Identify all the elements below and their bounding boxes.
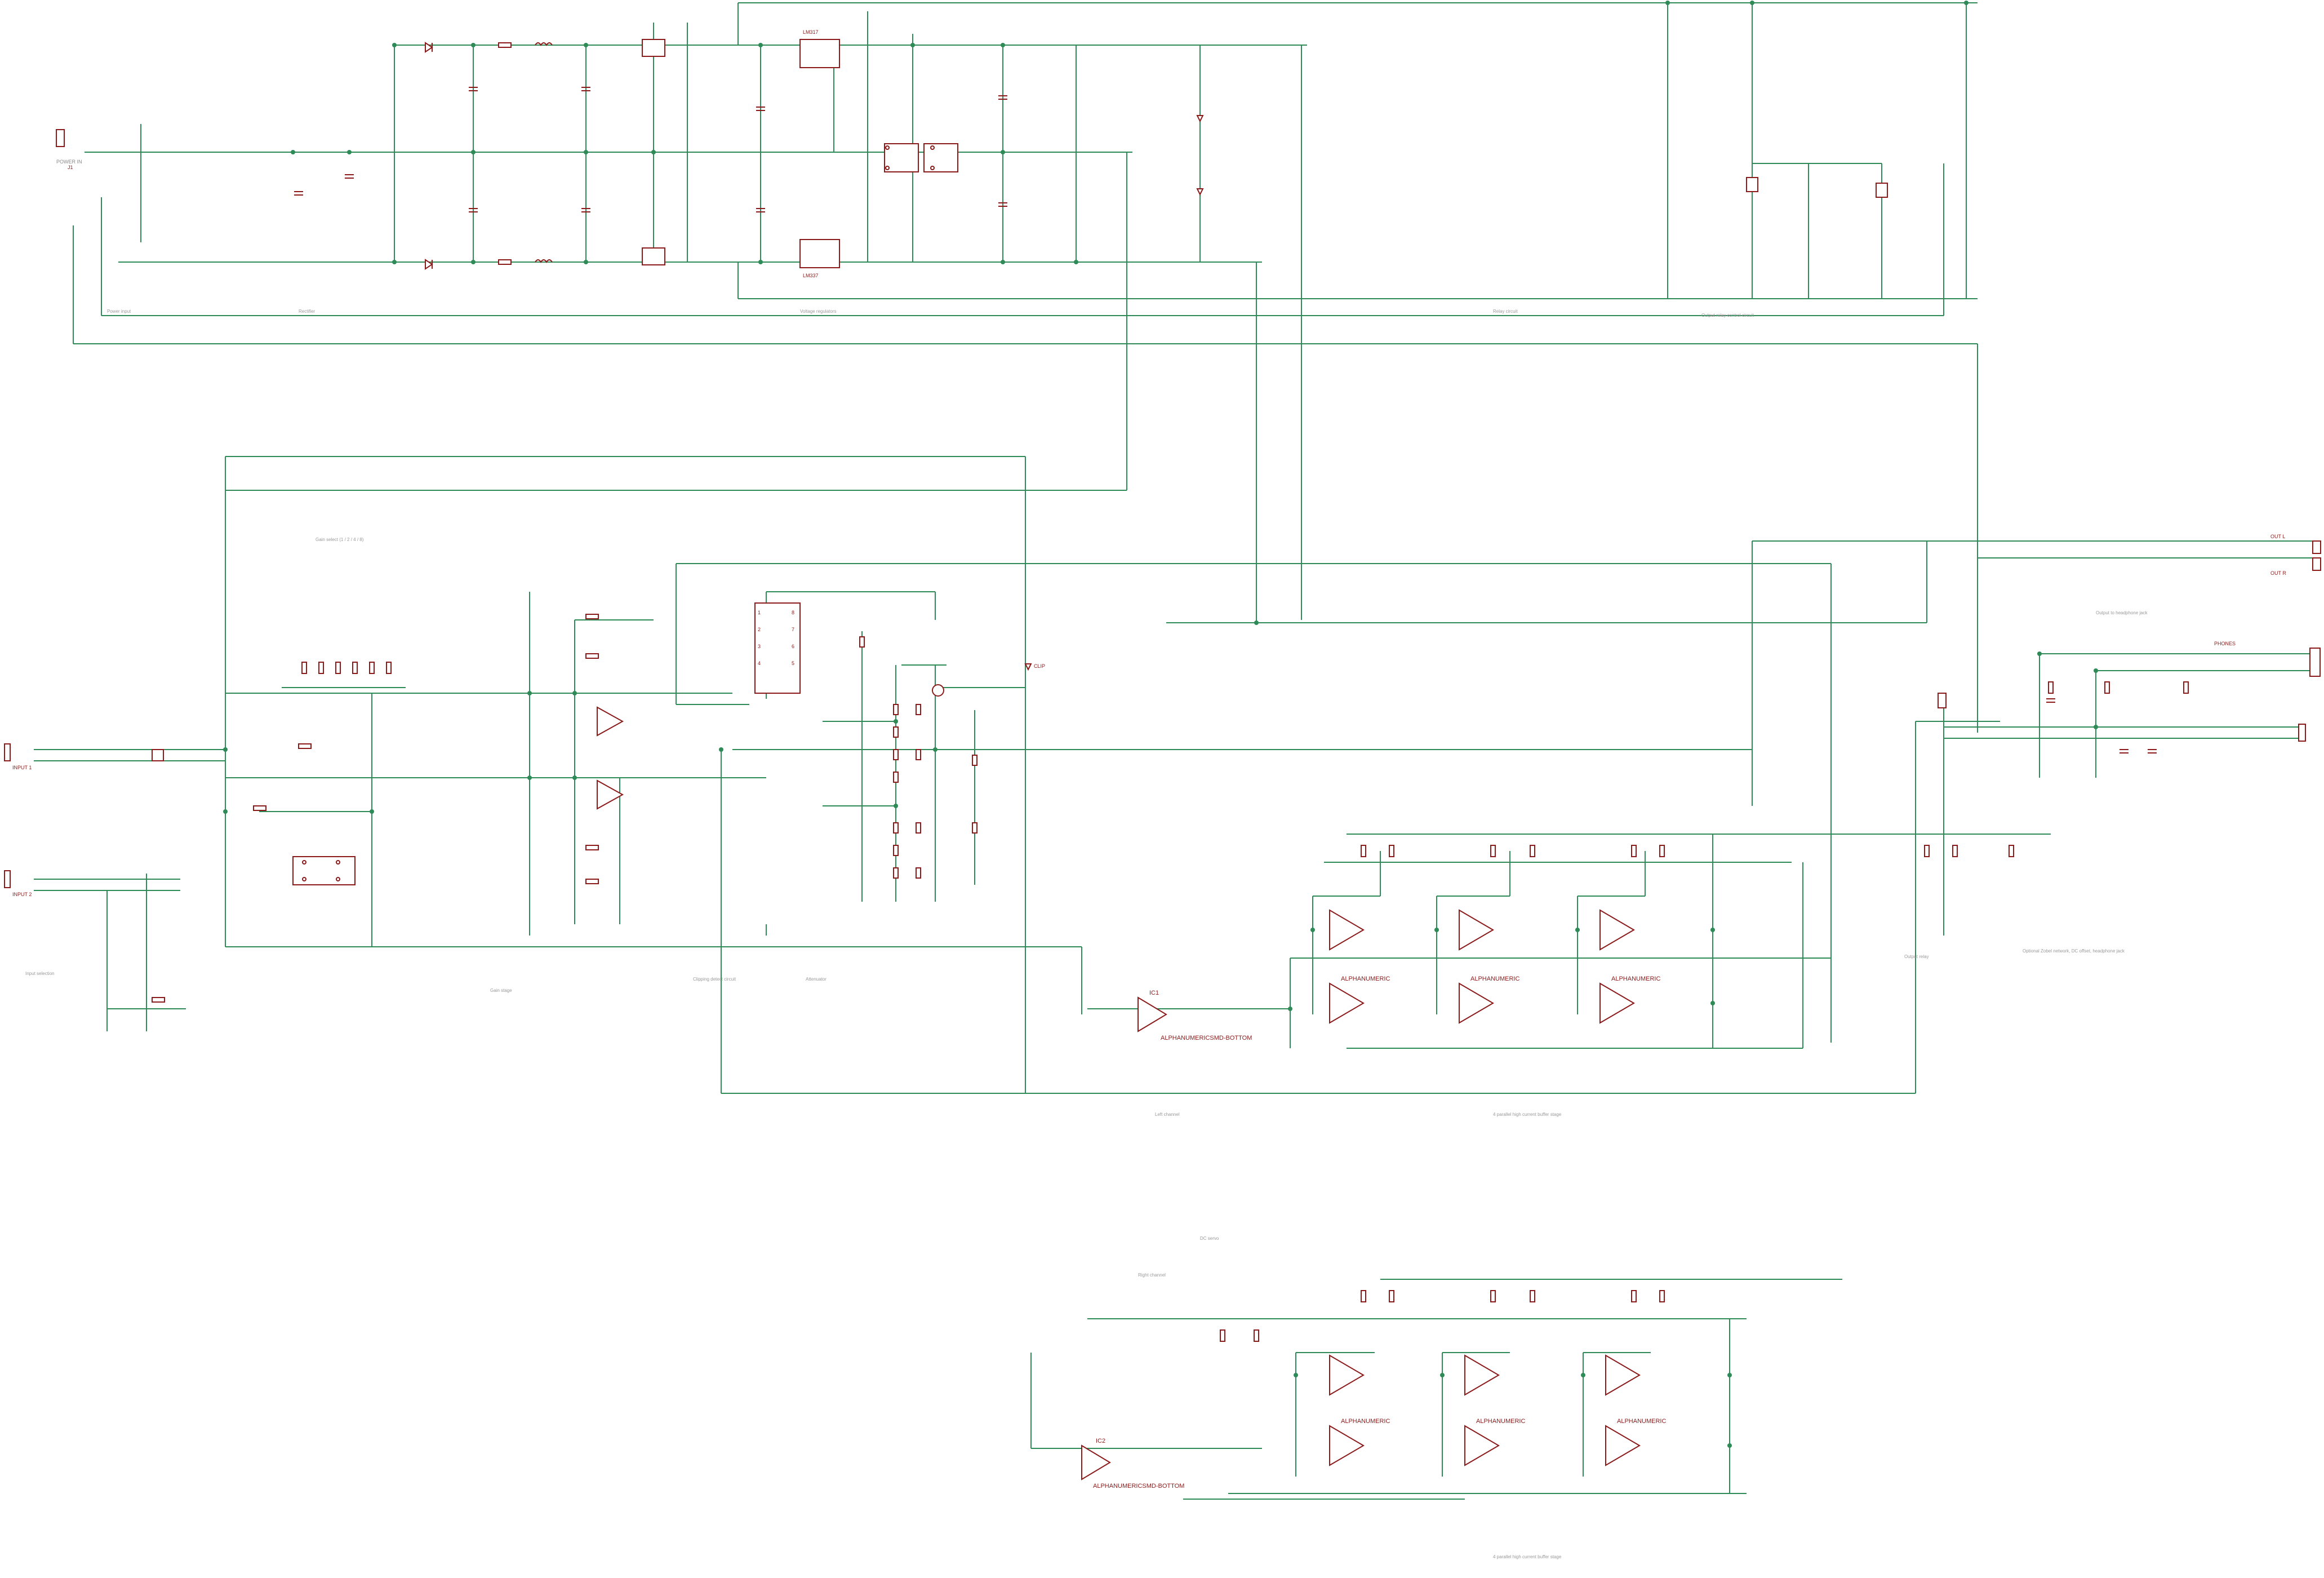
input2-label: INPUT 2 xyxy=(12,892,32,897)
opamp-bottom-ref: IC2 xyxy=(1096,1438,1105,1444)
svg-text:3: 3 xyxy=(758,644,761,649)
svg-text:1: 1 xyxy=(758,610,761,615)
ic-dip-u4 xyxy=(754,602,801,694)
caption-gain: Gain stage xyxy=(490,988,512,993)
annotation-dc-servo: DC servo xyxy=(1200,1236,1219,1241)
regulator-u2 xyxy=(799,239,840,268)
phones-label: PHONES xyxy=(2214,641,2236,646)
caption-output-relay: Output relay control circuit xyxy=(1701,313,1754,318)
svg-text:8: 8 xyxy=(792,610,794,615)
svg-text:5: 5 xyxy=(792,661,794,666)
caption-buffer-top: 4 parallel high current buffer stage xyxy=(1493,1112,1562,1117)
caption-attenuator: Attenuator xyxy=(806,977,826,982)
buffer-part-4: ALPHANUMERIC xyxy=(1341,1418,1390,1425)
power-input-label: POWER IN xyxy=(56,159,82,165)
power-supply-block: J1 POWER IN LM317 LM337 xyxy=(56,1,1978,733)
opamp-top-label: ALPHANUMERICSMD-BOTTOM xyxy=(1161,1035,1252,1041)
caption-regulators: Voltage regulators xyxy=(800,309,837,314)
annotation-left-channel: Left channel xyxy=(1155,1112,1180,1117)
headphone-jack xyxy=(2309,648,2321,677)
caption-buffer-bottom: 4 parallel high current buffer stage xyxy=(1493,1554,1562,1559)
output-buffer-top: ALPHANUMERIC ALPHANUMERIC ALPHANUMERIC I… xyxy=(1087,834,2051,1117)
input1-label: INPUT 1 xyxy=(12,765,32,770)
buffer-part-6: ALPHANUMERIC xyxy=(1617,1418,1666,1425)
caption-power-in: Power input xyxy=(107,309,131,314)
annotation-right-channel: Right channel xyxy=(1138,1273,1166,1278)
out-jack-r xyxy=(2312,557,2321,571)
buffer-part-2: ALPHANUMERIC xyxy=(1470,976,1519,982)
svg-text:J1: J1 xyxy=(68,165,73,170)
opamp-bottom-label: ALPHANUMERICSMD-BOTTOM xyxy=(1093,1483,1184,1490)
clip-led-label: CLIP xyxy=(1034,663,1045,669)
out-jack-l xyxy=(2312,540,2321,554)
svg-text:7: 7 xyxy=(792,627,794,632)
annotation-output-jack: Output to headphone jack xyxy=(2096,610,2148,615)
out-r-label: OUT R xyxy=(2270,570,2286,576)
input-jack-1 xyxy=(4,743,11,761)
opamp-top-driver xyxy=(1137,996,1167,1032)
svg-text:6: 6 xyxy=(792,644,794,649)
opamp-top-ref: IC1 xyxy=(1149,990,1159,996)
out-l-label: OUT L xyxy=(2270,534,2285,539)
buffer-part-1: ALPHANUMERIC xyxy=(1341,976,1390,982)
caption-output-relay-bottom: Output relay xyxy=(1904,954,1929,959)
caption-rectifier: Rectifier xyxy=(299,309,316,314)
buffer-part-3: ALPHANUMERIC xyxy=(1611,976,1660,982)
opamp-bottom-driver xyxy=(1081,1444,1111,1481)
caption-input-select: Input selection xyxy=(25,971,55,976)
svg-text:2: 2 xyxy=(758,627,761,632)
output-buffer-bottom: ALPHANUMERIC ALPHANUMERIC ALPHANUMERIC I… xyxy=(1030,1236,1842,1559)
input-jack-2 xyxy=(4,870,11,888)
regulator-u1 xyxy=(799,39,840,68)
regulator-u1-label: LM317 xyxy=(803,29,819,35)
annotation-gain-select: Gain select (1 / 2 / 4 / 8) xyxy=(316,537,364,542)
caption-clipping: Clipping detect circuit xyxy=(693,977,736,982)
caption-relay: Relay circuit xyxy=(1493,309,1518,314)
regulator-u2-label: LM337 xyxy=(803,273,819,278)
amplifier-block: 1 2 3 4 8 7 6 5 CLIP xyxy=(4,152,2316,1094)
svg-text:4: 4 xyxy=(758,661,761,666)
output-section: OUT L OUT R PHONES Output relay Optional… xyxy=(1904,534,2321,959)
caption-front-panel: Optional Zobel network, DC offset, headp… xyxy=(2023,948,2125,954)
buffer-part-5: ALPHANUMERIC xyxy=(1476,1418,1525,1425)
